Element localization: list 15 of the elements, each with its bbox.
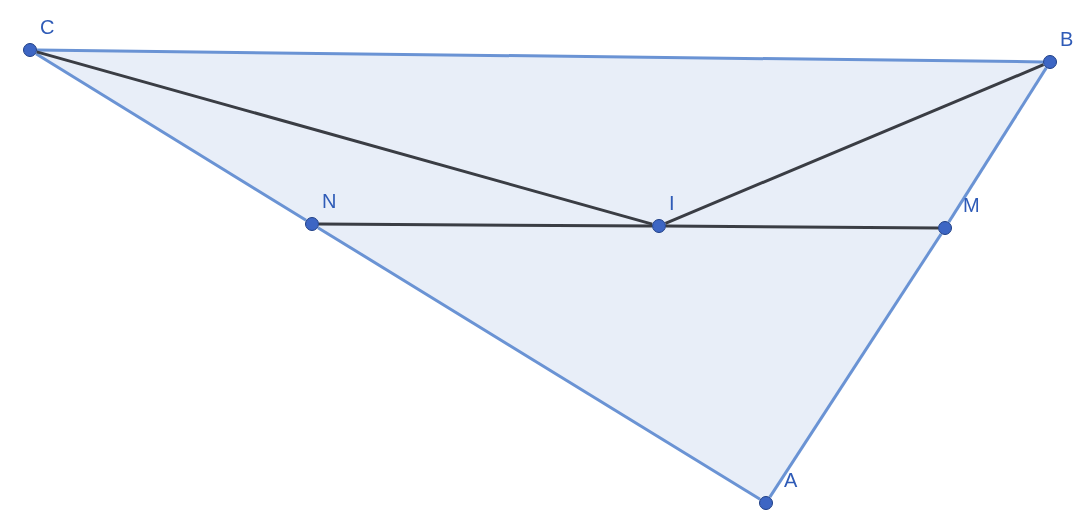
point-label: M (963, 194, 980, 216)
point-label: I (669, 192, 675, 214)
point-label: C (40, 16, 55, 38)
point-label: B (1060, 28, 1074, 50)
line-segment (36, 50, 653, 226)
line-segment (37, 48, 1043, 64)
line-segment (35, 52, 307, 222)
line-segment (319, 222, 652, 228)
line-segment (317, 226, 761, 501)
line-segment (664, 63, 1045, 225)
line-segment (768, 233, 943, 498)
line-segment (947, 67, 1048, 223)
line-segment (666, 224, 938, 230)
point-label: A (784, 469, 798, 491)
point-label: N (322, 190, 337, 212)
